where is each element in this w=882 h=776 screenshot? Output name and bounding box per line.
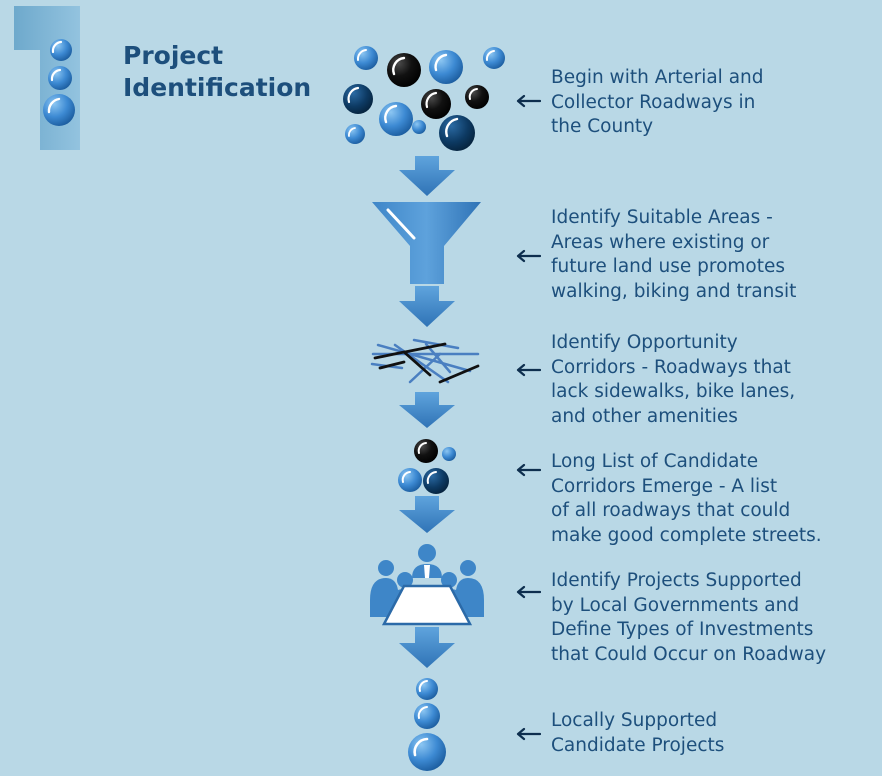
- funnel-icon: [372, 202, 481, 284]
- left-arrow-icon: [516, 249, 541, 263]
- left-arrow-icon: [516, 463, 541, 477]
- down-arrow-icon: [399, 496, 455, 533]
- step-2-description: Identify Suitable Areas - Areas where ex…: [551, 207, 797, 302]
- down-arrow-icon: [399, 627, 455, 668]
- left-arrow-icon: [516, 727, 541, 741]
- roadway-bubbles-icon: [343, 46, 505, 151]
- down-arrow-icon: [399, 392, 455, 428]
- road-network-icon: [370, 338, 480, 384]
- flow-arrows: [399, 156, 455, 668]
- title-line-2: Identification: [123, 73, 312, 102]
- project-bubbles-icon: [408, 678, 446, 771]
- section-title: Project Identification: [123, 40, 311, 104]
- step-6-description: Locally Supported Candidate Projects: [551, 710, 725, 756]
- down-arrow-icon: [399, 156, 455, 196]
- title-line-1: Project: [123, 41, 224, 70]
- step-4-description: Long List of Candidate Corridors Emerge …: [551, 451, 822, 546]
- left-arrow-icon: [516, 585, 541, 599]
- step-5-description: Identify Projects Supported by Local Gov…: [551, 570, 827, 665]
- down-arrow-icon: [399, 286, 455, 327]
- meeting-icon: [370, 544, 484, 626]
- badge-bubbles-icon: [43, 39, 75, 126]
- step-number-badge: [14, 6, 80, 150]
- candidate-bubbles-icon: [398, 439, 456, 494]
- left-arrow-icon: [516, 94, 541, 108]
- left-arrow-icon: [516, 363, 541, 377]
- step-3-description: Identify Opportunity Corridors - Roadway…: [551, 332, 796, 427]
- step-1-description: Begin with Arterial and Collector Roadwa…: [551, 67, 764, 137]
